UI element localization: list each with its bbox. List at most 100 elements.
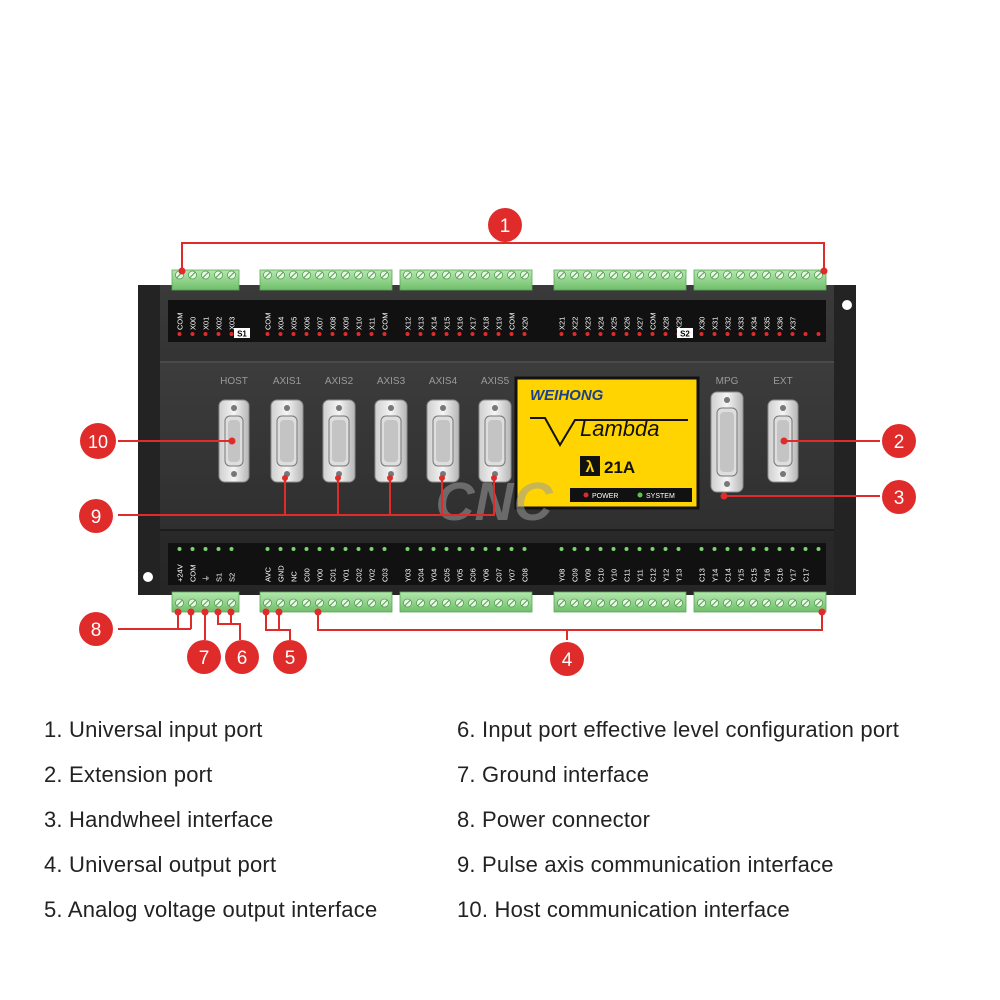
axis5-connector[interactable] (478, 399, 512, 483)
terminal-screw[interactable] (468, 270, 477, 280)
terminal-screw[interactable] (455, 270, 464, 280)
terminal-screw[interactable] (635, 270, 644, 280)
terminal-screw[interactable] (520, 270, 529, 280)
terminal-screw[interactable] (583, 598, 592, 608)
terminal-screw[interactable] (403, 598, 412, 608)
terminal-screw[interactable] (214, 270, 223, 280)
terminal-screw[interactable] (788, 270, 797, 280)
terminal-screw[interactable] (801, 598, 810, 608)
terminal-screw[interactable] (775, 598, 784, 608)
terminal-screw[interactable] (520, 598, 529, 608)
terminal-label: Y12 (662, 569, 671, 582)
terminal-screw[interactable] (481, 270, 490, 280)
terminal-screw[interactable] (341, 270, 350, 280)
terminal-screw[interactable] (328, 270, 337, 280)
terminal-screw[interactable] (609, 270, 618, 280)
terminal-screw[interactable] (315, 598, 324, 608)
terminal-screw[interactable] (622, 270, 631, 280)
terminal-screw[interactable] (380, 270, 389, 280)
terminal-screw[interactable] (201, 270, 210, 280)
terminal-screw[interactable] (723, 270, 732, 280)
terminal-screw[interactable] (416, 598, 425, 608)
terminal-screw[interactable] (661, 270, 670, 280)
terminal-screw[interactable] (775, 270, 784, 280)
terminal-screw[interactable] (289, 270, 298, 280)
terminal-screw[interactable] (403, 270, 412, 280)
terminal-screw[interactable] (468, 598, 477, 608)
terminal-screw[interactable] (315, 270, 324, 280)
terminal-screw[interactable] (710, 270, 719, 280)
terminal-screw[interactable] (494, 270, 503, 280)
terminal-screw[interactable] (276, 598, 285, 608)
terminal-screw[interactable] (749, 598, 758, 608)
terminal-screw[interactable] (609, 598, 618, 608)
terminal-screw[interactable] (429, 270, 438, 280)
terminal-label: X10 (355, 317, 364, 330)
terminal-screw[interactable] (570, 270, 579, 280)
indicator-led (457, 332, 462, 336)
terminal-screw[interactable] (557, 598, 566, 608)
terminal-screw[interactable] (442, 598, 451, 608)
terminal-screw[interactable] (289, 598, 298, 608)
terminal-screw[interactable] (648, 270, 657, 280)
terminal-screw[interactable] (367, 270, 376, 280)
terminal-screw[interactable] (302, 598, 311, 608)
terminal-screw[interactable] (596, 270, 605, 280)
terminal-screw[interactable] (263, 598, 272, 608)
terminal-screw[interactable] (736, 598, 745, 608)
terminal-screw[interactable] (762, 270, 771, 280)
terminal-screw[interactable] (749, 270, 758, 280)
terminal-screw[interactable] (801, 270, 810, 280)
terminal-screw[interactable] (188, 598, 197, 608)
terminal-screw[interactable] (328, 598, 337, 608)
terminal-screw[interactable] (507, 598, 516, 608)
axis1-connector[interactable] (270, 399, 304, 483)
terminal-screw[interactable] (557, 270, 566, 280)
terminal-screw[interactable] (429, 598, 438, 608)
terminal-screw[interactable] (354, 270, 363, 280)
terminal-screw[interactable] (648, 598, 657, 608)
terminal-screw[interactable] (481, 598, 490, 608)
terminal-screw[interactable] (354, 598, 363, 608)
terminal-screw[interactable] (596, 598, 605, 608)
terminal-screw[interactable] (697, 598, 706, 608)
terminal-screw[interactable] (723, 598, 732, 608)
terminal-screw[interactable] (674, 598, 683, 608)
terminal-screw[interactable] (814, 270, 823, 280)
terminal-screw[interactable] (416, 270, 425, 280)
terminal-screw[interactable] (263, 270, 272, 280)
terminal-screw[interactable] (788, 598, 797, 608)
terminal-screw[interactable] (736, 270, 745, 280)
mpg-connector[interactable] (710, 391, 744, 493)
terminal-screw[interactable] (442, 270, 451, 280)
terminal-screw[interactable] (697, 270, 706, 280)
terminal-screw[interactable] (507, 270, 516, 280)
terminal-screw[interactable] (661, 598, 670, 608)
terminal-screw[interactable] (276, 270, 285, 280)
axis3-connector[interactable] (374, 399, 408, 483)
terminal-screw[interactable] (570, 598, 579, 608)
terminal-screw[interactable] (455, 598, 464, 608)
port-label-mpg: MPG (716, 376, 739, 387)
terminal-screw[interactable] (674, 270, 683, 280)
terminal-screw[interactable] (201, 598, 210, 608)
terminal-screw[interactable] (710, 598, 719, 608)
terminal-screw[interactable] (227, 598, 236, 608)
terminal-screw[interactable] (214, 598, 223, 608)
terminal-screw[interactable] (188, 270, 197, 280)
terminal-screw[interactable] (814, 598, 823, 608)
terminal-label: C02 (355, 568, 364, 582)
terminal-screw[interactable] (380, 598, 389, 608)
terminal-screw[interactable] (227, 270, 236, 280)
terminal-screw[interactable] (762, 598, 771, 608)
axis2-connector[interactable] (322, 399, 356, 483)
terminal-screw[interactable] (635, 598, 644, 608)
terminal-screw[interactable] (622, 598, 631, 608)
terminal-screw[interactable] (175, 598, 184, 608)
terminal-screw[interactable] (302, 270, 311, 280)
terminal-screw[interactable] (583, 270, 592, 280)
terminal-screw[interactable] (367, 598, 376, 608)
terminal-screw[interactable] (341, 598, 350, 608)
terminal-screw[interactable] (494, 598, 503, 608)
axis4-connector[interactable] (426, 399, 460, 483)
